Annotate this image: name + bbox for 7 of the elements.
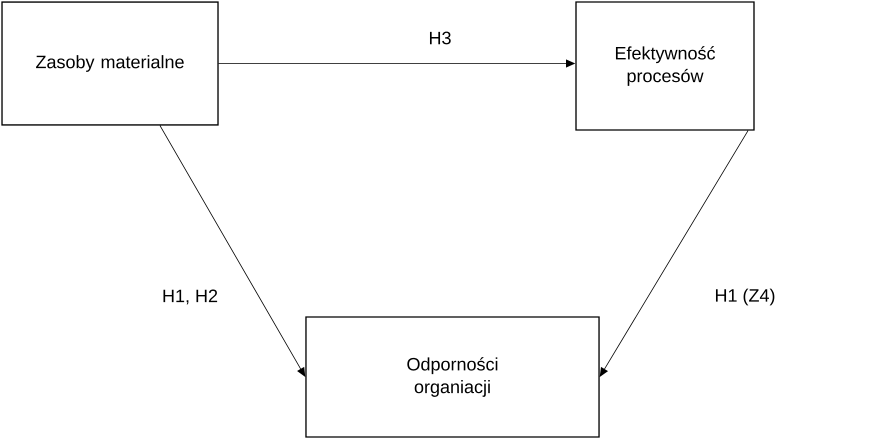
process-box: Zasoby materialne	[1, 1, 219, 126]
process-box: Efektywność procesów	[575, 1, 755, 131]
edge-label: H1 (Z4)	[716, 288, 774, 306]
arrow	[600, 130, 748, 377]
process-box: Odporności organiacji	[305, 316, 600, 438]
edge-label: H1, H2	[163, 290, 218, 304]
edge-label: H3	[430, 32, 451, 44]
